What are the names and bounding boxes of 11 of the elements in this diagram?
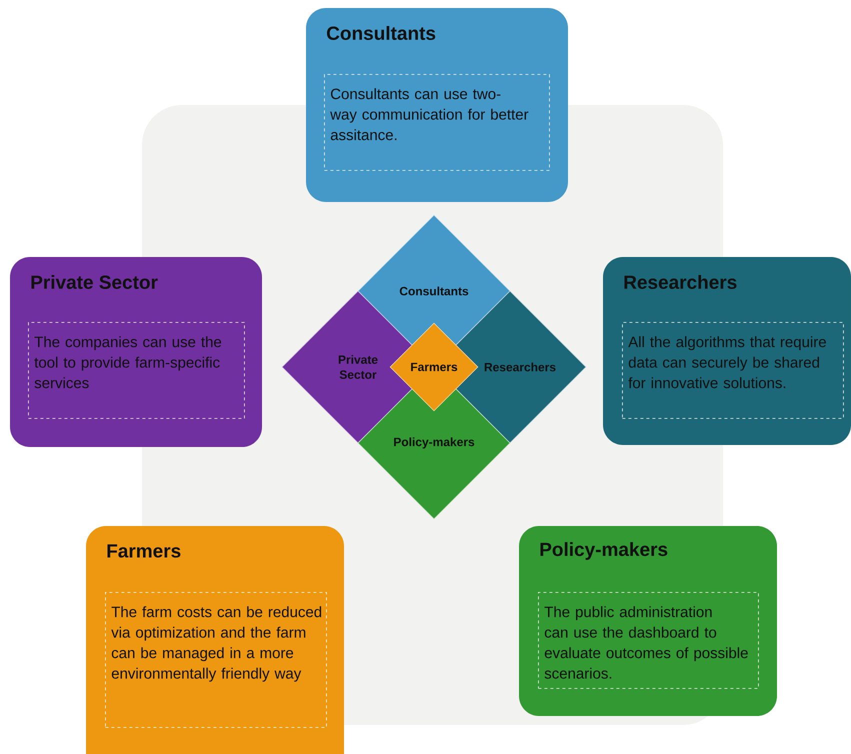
description-box: All the algorithms that require data can securely be shared for innovative solutions.	[622, 322, 844, 419]
card-heading: Consultants	[327, 26, 436, 40]
description-box: The public administration can use the dashboard to evaluate outcomes of possible scenarios.	[538, 592, 759, 689]
card-heading: Private Sector	[31, 275, 158, 289]
card-heading: Policy-makers	[540, 542, 668, 560]
card-heading: Researchers	[624, 275, 736, 289]
card-heading: Farmers	[107, 544, 180, 558]
description-box: The companies can use the tool to provide farm-specific services	[28, 322, 245, 419]
description-box: Consultants can use two-way communication for better assitance.	[324, 74, 550, 171]
diamond-segment: Farmers	[390, 322, 478, 412]
description-box: The farm costs can be reduced via optimization and the farm can be managed in a more environmentally friendly way	[105, 592, 327, 728]
